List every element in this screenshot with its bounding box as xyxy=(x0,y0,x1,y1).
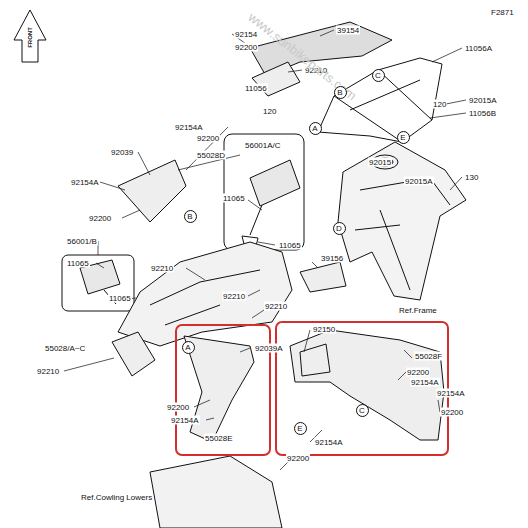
callout-number: 92200 xyxy=(286,454,310,463)
callout-number: 92200 xyxy=(440,408,464,417)
callout-number: 92015A xyxy=(468,96,498,105)
circle-outline xyxy=(397,131,409,143)
reference-circle: A xyxy=(182,341,195,354)
callout-number: 92210 xyxy=(150,264,174,273)
callout-number: 92210 xyxy=(36,367,60,376)
callout-number: 55028F xyxy=(414,352,443,361)
callout-number: 11056A xyxy=(464,44,493,53)
reference-letter: E xyxy=(400,133,405,142)
mirror-right xyxy=(250,160,300,206)
reference-letter: A xyxy=(312,124,317,133)
callout-number: 92150 xyxy=(312,325,336,334)
reference-circle: B xyxy=(184,210,197,223)
callout-number: 92210 xyxy=(222,292,246,301)
circle-outline xyxy=(294,422,306,434)
inner-panel-left xyxy=(184,336,254,442)
callout-number: 92039A xyxy=(254,344,284,353)
callout-number: 92200 xyxy=(166,403,190,412)
reference-circle: D xyxy=(333,222,346,235)
callout-number: 92154 xyxy=(234,30,258,39)
reference-letter: A xyxy=(185,343,190,352)
callout-number: 92039 xyxy=(110,148,134,157)
reference-letter: B xyxy=(187,212,192,221)
direction-label: FRONT xyxy=(25,27,34,48)
reference-circle: E xyxy=(294,422,307,435)
callout-number: 11065 xyxy=(222,194,246,203)
frame xyxy=(338,142,466,300)
callout-number: 55028/A~C xyxy=(44,344,86,353)
callout-number: 92200 xyxy=(406,368,430,377)
callout-number: 11056 xyxy=(244,84,268,93)
stay-tubes xyxy=(334,70,432,142)
callout-number: 11065 xyxy=(108,294,132,303)
circle-outline xyxy=(356,404,368,416)
callout-number: F2871 xyxy=(490,8,515,17)
callout-number: 92200 xyxy=(196,134,220,143)
mirror-box xyxy=(62,255,134,311)
callout-number: 92015 xyxy=(368,158,392,167)
reference-circle: C xyxy=(372,69,385,82)
circle-outline xyxy=(372,69,384,81)
callout-number: 92200 xyxy=(234,43,258,52)
callout-number: Ref.Frame xyxy=(398,306,438,315)
mirror-box xyxy=(224,134,304,250)
callout-number: 92154A xyxy=(314,438,344,447)
callout-number: 92154A xyxy=(70,178,100,187)
reference-letter: C xyxy=(359,406,365,415)
leader-lines xyxy=(64,30,466,470)
callout-number: 92154A xyxy=(174,123,204,132)
mirror-stem xyxy=(242,205,262,246)
callout-number: 92210 xyxy=(264,302,288,311)
callout-number: 92154A xyxy=(170,416,200,425)
stay-frame xyxy=(318,58,442,142)
callout-number: 130 xyxy=(464,173,479,182)
callout-number: 92154A xyxy=(410,378,440,387)
callout-number: 120 xyxy=(432,100,447,109)
inner-panel-right xyxy=(290,330,444,440)
front-arrow xyxy=(14,10,46,62)
side-panel xyxy=(112,332,155,376)
reference-circle: C xyxy=(356,404,369,417)
callout-number: 92154A xyxy=(436,389,466,398)
front-indicator: FRONT xyxy=(25,27,34,48)
callout-number: Ref.Cowling Lowers xyxy=(80,493,153,502)
reference-letter: B xyxy=(337,88,342,97)
reference-circle: B xyxy=(334,86,347,99)
circle-outline xyxy=(182,341,194,353)
callout-number: 56001A/C xyxy=(244,141,282,150)
reference-letter: D xyxy=(336,224,342,233)
callout-number: 39154 xyxy=(336,26,360,35)
reference-letter: C xyxy=(375,71,381,80)
callout-number: 92015A xyxy=(404,177,434,186)
circle-outline xyxy=(184,210,196,222)
lower-cowling xyxy=(150,456,282,528)
upper-fairing xyxy=(118,242,292,346)
callout-number: 55028E xyxy=(204,434,234,443)
circle-outline xyxy=(334,86,346,98)
callout-number: 39156 xyxy=(320,254,344,263)
small-bracket xyxy=(300,262,346,292)
inner-cover xyxy=(118,160,186,222)
circle-outline xyxy=(309,122,321,134)
callout-number: 11065 xyxy=(66,259,90,268)
callout-number: 92200 xyxy=(88,214,112,223)
frame-tubes xyxy=(355,178,450,290)
reference-circle: E xyxy=(397,131,410,144)
fairing-detail xyxy=(150,270,260,325)
circle-outline xyxy=(333,222,345,234)
callout-number: 120 xyxy=(262,107,277,116)
panel-bracket xyxy=(300,344,330,376)
reference-circle: A xyxy=(309,122,322,135)
callout-number: 56001/B xyxy=(66,237,98,246)
callout-number: 11065 xyxy=(278,241,302,250)
callout-number: 11056B xyxy=(468,109,497,118)
highlight-box xyxy=(276,322,448,455)
callout-number: 55028D xyxy=(196,151,226,160)
reference-letter: E xyxy=(297,424,302,433)
